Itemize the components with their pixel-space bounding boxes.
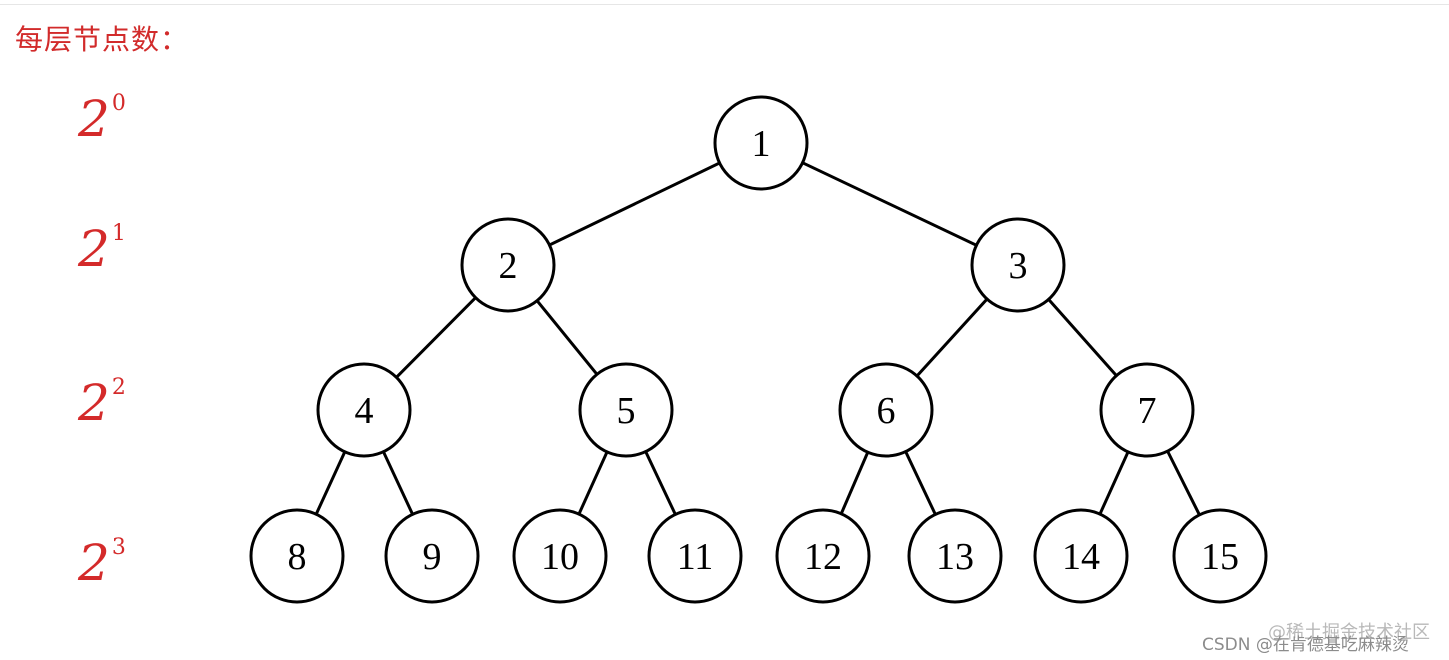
tree-node-label: 3 [1009,245,1028,287]
tree-node-circle [384,508,480,604]
tree-node-label: 15 [1201,536,1239,578]
tree-node-7: 7 [1099,362,1195,458]
level-label-1: 21 [78,221,126,275]
tree-node-label: 12 [804,536,842,578]
level-label-base: 2 [78,220,110,278]
page-heading: 每层节点数： [15,23,190,56]
tree-node-8: 8 [249,508,345,604]
tree-node-6: 6 [838,362,934,458]
tree-node-14: 14 [1033,508,1129,604]
tree-node-circle [1033,508,1129,604]
tree-node-12: 12 [775,508,871,604]
tree-node-1: 1 [713,95,809,191]
tree-node-label: 9 [423,536,442,578]
level-label-base: 2 [78,534,110,592]
watermark-juejin: @稀土掘金技术社区 [1268,622,1430,643]
tree-node-label: 14 [1062,536,1100,578]
tree-node-9: 9 [384,508,480,604]
tree-node-circle [838,362,934,458]
tree-node-circle [970,217,1066,313]
tree-node-5: 5 [578,362,674,458]
tree-node-3: 3 [970,217,1066,313]
tree-node-label: 1 [752,123,771,165]
level-label-base: 2 [78,90,110,148]
tree-node-label: 2 [499,245,518,287]
tree-node-circle [713,95,809,191]
tree-node-label: 5 [617,390,636,432]
tree-node-11: 11 [647,508,743,604]
tree-node-circle [647,508,743,604]
tree-node-label: 8 [288,536,307,578]
tree-node-circle [578,362,674,458]
tree-node-10: 10 [512,508,608,604]
tree-node-circle [316,362,412,458]
level-label-3: 23 [78,535,126,589]
tree-node-circle [1099,362,1195,458]
tree-node-circle [775,508,871,604]
tree-node-label: 13 [936,536,974,578]
tree-node-2: 2 [460,217,556,313]
level-label-0: 20 [78,91,126,145]
tree-node-label: 10 [541,536,579,578]
tree-node-label: 11 [677,536,714,578]
tree-edges [295,141,1222,557]
level-label-exponent: 2 [111,375,126,400]
tree-node-13: 13 [907,508,1003,604]
tree-node-label: 6 [877,390,896,432]
watermark-csdn: CSDN @在肯德基吃麻辣烫 [1202,635,1409,655]
tree-node-label: 4 [355,390,374,432]
tree-node-circle [460,217,556,313]
top-divider [0,4,1449,5]
tree-node-label: 7 [1138,390,1157,432]
level-label-2: 22 [78,375,126,429]
level-label-exponent: 0 [111,91,126,116]
level-label-exponent: 1 [111,221,126,246]
tree-node-circle [1172,508,1268,604]
tree-node-4: 4 [316,362,412,458]
tree-node-circle [907,508,1003,604]
level-label-base: 2 [78,374,110,432]
tree-node-circle [249,508,345,604]
level-label-exponent: 3 [111,535,126,560]
tree-node-15: 15 [1172,508,1268,604]
tree-node-circle [512,508,608,604]
